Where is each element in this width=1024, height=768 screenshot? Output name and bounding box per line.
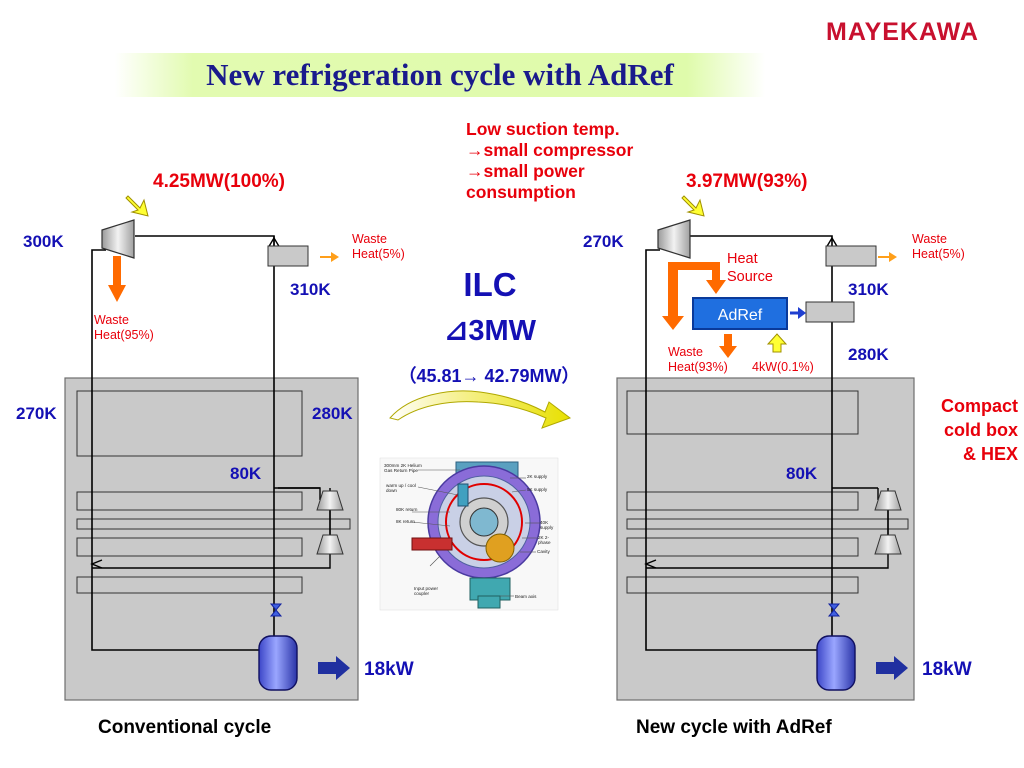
delta-label: ⊿3MW xyxy=(444,315,536,347)
left-temp-310k: 310K xyxy=(290,280,331,299)
compact-coldbox-label: Compact cold box & HEX xyxy=(940,396,1018,464)
ilc-label: ILC xyxy=(463,266,517,303)
left-turbine-2 xyxy=(316,534,344,555)
left-waste-arrow-large xyxy=(108,256,126,302)
right-load-label: 18kW xyxy=(922,659,972,680)
right-temp-280k: 280K xyxy=(848,345,889,364)
right-adref-cooler xyxy=(805,301,855,323)
right-caption: New cycle with AdRef xyxy=(636,717,832,738)
left-temp-270k: 270K xyxy=(16,404,57,423)
left-helium-vessel xyxy=(258,635,298,691)
right-power-label: 3.97MW(93%) xyxy=(686,171,808,192)
right-hex-2 xyxy=(626,491,859,511)
left-compressor xyxy=(101,219,135,259)
adref-power-label: 4kW(0.1%) xyxy=(752,360,814,374)
right-waste-heat-5: Waste Heat(5%) xyxy=(912,232,965,261)
left-power-label: 4.25MW(100%) xyxy=(153,171,285,192)
left-aftercooler xyxy=(267,245,309,267)
heat-source-label: Heat Source xyxy=(727,251,773,285)
left-hex-3 xyxy=(76,518,351,530)
right-turbine-2 xyxy=(874,534,902,555)
left-waste-heat-5: Waste Heat(5%) xyxy=(352,232,405,261)
right-power-arrow xyxy=(681,195,705,217)
right-hex-3 xyxy=(626,518,909,530)
right-main-loop xyxy=(645,235,833,651)
left-jt-valve xyxy=(269,603,283,611)
right-waste-heat-93: Waste Heat(93%) xyxy=(668,345,728,374)
left-main-loop xyxy=(91,235,275,651)
left-load-arrow xyxy=(318,656,350,680)
right-temp-310k: 310K xyxy=(848,280,889,299)
left-waste-heat-95: Waste Heat(95%) xyxy=(94,313,154,342)
right-jt-valve xyxy=(827,603,841,611)
right-load-arrow xyxy=(876,656,908,680)
right-temp-270k: 270K xyxy=(583,232,624,251)
range-label: （45.81→ 42.79MW） xyxy=(398,366,580,386)
title-band xyxy=(115,53,765,97)
center-note: Low suction temp. →small compressor →sma… xyxy=(466,119,634,202)
right-hex-5 xyxy=(626,576,859,594)
left-temp-300k: 300K xyxy=(23,232,64,251)
left-cycle xyxy=(64,195,359,701)
company-logo: MAYEKAWA xyxy=(826,18,979,46)
left-hex-4 xyxy=(76,537,303,557)
adref-power-arrow xyxy=(766,333,788,353)
right-cycle xyxy=(616,195,915,701)
left-temp-280k: 280K xyxy=(312,404,353,423)
right-temp-80k: 80K xyxy=(786,464,818,483)
right-waste-arrow-mid xyxy=(719,334,737,358)
left-temp-80k: 80K xyxy=(230,464,262,483)
right-aftercooler xyxy=(825,245,877,267)
right-compressor xyxy=(657,219,691,259)
right-heat-source-arrow xyxy=(662,262,726,330)
center-graphics xyxy=(379,390,572,611)
left-caption: Conventional cycle xyxy=(98,717,272,738)
right-helium-vessel xyxy=(816,635,856,691)
left-hex-5 xyxy=(76,576,303,594)
left-waste-arrow-small xyxy=(320,252,339,262)
slide-title: New refrigeration cycle with AdRef xyxy=(206,57,674,92)
right-hex-1 xyxy=(626,390,859,435)
adref-unit: AdRef xyxy=(692,297,788,330)
right-turbine-1 xyxy=(874,490,902,511)
cryomodule-illustration xyxy=(379,457,559,611)
left-turbine-1 xyxy=(316,490,344,511)
left-hex-1 xyxy=(76,390,303,457)
left-load-label: 18kW xyxy=(364,659,414,680)
left-hex-2 xyxy=(76,491,303,511)
right-hex-4 xyxy=(626,537,859,557)
left-power-arrow xyxy=(125,195,149,217)
right-waste-arrow-small xyxy=(878,252,897,262)
center-curved-arrow xyxy=(389,390,572,429)
